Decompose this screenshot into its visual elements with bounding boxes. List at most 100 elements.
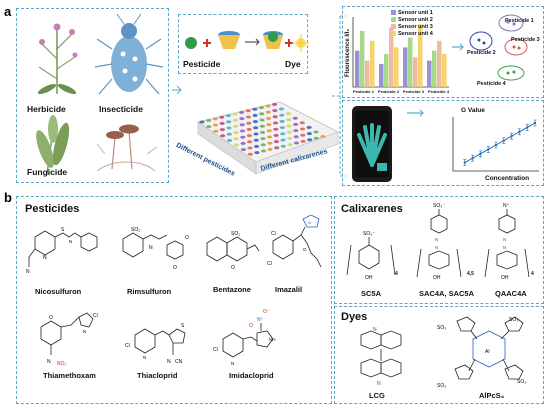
svg-text:OH: OH xyxy=(365,275,373,281)
cluster-plot xyxy=(469,14,528,81)
fit-line xyxy=(464,122,536,164)
well xyxy=(265,110,271,114)
dye-star-icon xyxy=(292,34,310,52)
svg-text:O: O xyxy=(249,323,253,329)
sc5a-subscript: 4 xyxy=(395,271,398,277)
organisms-box: Herbicide Insecticide Fungicide xyxy=(16,8,169,183)
data-point xyxy=(526,126,529,129)
well xyxy=(219,115,225,119)
calixarenes-title: Calixarenes xyxy=(341,203,403,215)
sac4a-structure: SO₃⁻ N N OH xyxy=(416,203,462,281)
bar-xlabel: Pesticide 2 xyxy=(378,89,399,94)
cluster-label-4: Pesticide 4 xyxy=(477,81,506,87)
bar xyxy=(365,60,370,87)
well xyxy=(254,151,260,155)
well xyxy=(293,129,299,133)
svg-text:N⁺: N⁺ xyxy=(257,317,264,323)
svg-text:O: O xyxy=(49,315,53,321)
well xyxy=(247,152,253,156)
well xyxy=(300,133,306,137)
well xyxy=(313,130,319,134)
well xyxy=(226,120,232,124)
svg-text:Cl: Cl xyxy=(271,231,276,237)
svg-text:O: O xyxy=(173,265,177,271)
svg-text:N: N xyxy=(69,239,72,244)
qaac4a-label: QAAC4A xyxy=(495,289,527,298)
well xyxy=(260,143,266,147)
svg-text:N: N xyxy=(503,237,506,242)
line-chart-axes xyxy=(452,117,539,172)
imidacloprid-structure: O⁻ N⁺ O NH Cl N xyxy=(213,309,276,366)
imazalil-label: Imazalil xyxy=(275,285,303,294)
svg-text:SO₂: SO₂ xyxy=(231,231,240,237)
well xyxy=(245,115,252,119)
svg-text:Al: Al xyxy=(485,349,489,355)
phone-to-chart-arrow xyxy=(407,109,424,117)
legend-item-3: Sensor unit 3 xyxy=(391,23,433,30)
svg-text:NO₂: NO₂ xyxy=(57,361,67,367)
well xyxy=(246,121,252,125)
qaac4a-structure: N⁺ N N OH xyxy=(484,203,530,281)
well xyxy=(266,116,272,120)
well xyxy=(232,112,238,116)
bar xyxy=(442,54,447,87)
svg-text:N: N xyxy=(26,269,30,275)
herbicide-plant-icon xyxy=(37,23,78,95)
well xyxy=(212,117,218,121)
bar xyxy=(427,60,432,87)
well xyxy=(273,127,279,131)
panel-a-letter: a xyxy=(4,4,12,19)
svg-text:N: N xyxy=(435,237,438,242)
bentazone-label: Bentazone xyxy=(213,285,251,294)
svg-text:N: N xyxy=(435,245,438,250)
dyes-title: Dyes xyxy=(341,311,368,323)
well xyxy=(280,144,286,148)
svg-text:N⁺: N⁺ xyxy=(503,203,510,209)
well xyxy=(286,130,292,134)
well xyxy=(247,146,253,150)
svg-text:N: N xyxy=(43,255,47,261)
svg-text:SO₃⁻: SO₃⁻ xyxy=(433,203,445,209)
bar-to-cluster-arrow xyxy=(452,43,464,51)
well xyxy=(199,120,205,124)
bar xyxy=(418,24,423,87)
data-point xyxy=(487,148,490,151)
svg-text:Cl: Cl xyxy=(125,343,130,349)
well xyxy=(233,143,240,147)
calixarenes-box: Calixarenes SO₃⁻ OH 4 SC5A SO₃⁻ N N OH 4… xyxy=(334,196,544,304)
svg-text:SO₂: SO₂ xyxy=(131,227,140,233)
sc5a-label: SC5A xyxy=(361,289,382,298)
cluster-2 xyxy=(469,31,493,51)
rimsulfuron-label: Rimsulfuron xyxy=(127,287,172,296)
well xyxy=(285,112,291,116)
line-chart xyxy=(452,117,539,172)
svg-text:N: N xyxy=(47,359,51,365)
bar xyxy=(408,37,413,87)
bar xyxy=(379,63,384,87)
well xyxy=(253,126,259,130)
well xyxy=(232,118,238,122)
bar xyxy=(370,40,375,87)
svg-text:SO₃⁻: SO₃⁻ xyxy=(363,231,375,237)
well xyxy=(293,141,300,145)
insecticide-beetle-icon xyxy=(94,13,164,95)
data-point xyxy=(479,152,482,155)
svg-text:Cl: Cl xyxy=(267,261,272,267)
cluster-label-2: Pesticide 2 xyxy=(467,50,496,56)
alpcs4-structure: SO₃ SO₃ SO₃ SO₃ Al xyxy=(437,316,526,389)
nicosulfuron-label: Nicosulfuron xyxy=(35,287,82,296)
svg-text:NH: NH xyxy=(269,337,276,342)
dye-label: Dye xyxy=(285,59,301,69)
well xyxy=(293,135,299,139)
well-plate: Different pesticides Different calixaren… xyxy=(175,80,340,185)
svg-text:Cl: Cl xyxy=(213,347,218,353)
svg-text:O: O xyxy=(231,265,235,271)
bar-xlabel: Pesticide 4 xyxy=(428,89,449,94)
well xyxy=(260,149,267,153)
bar xyxy=(437,40,442,87)
well xyxy=(227,138,233,142)
well xyxy=(240,148,246,152)
thiacloprid-label: Thiacloprid xyxy=(137,371,178,380)
svg-text:N: N xyxy=(503,245,506,250)
data-point xyxy=(533,121,537,125)
